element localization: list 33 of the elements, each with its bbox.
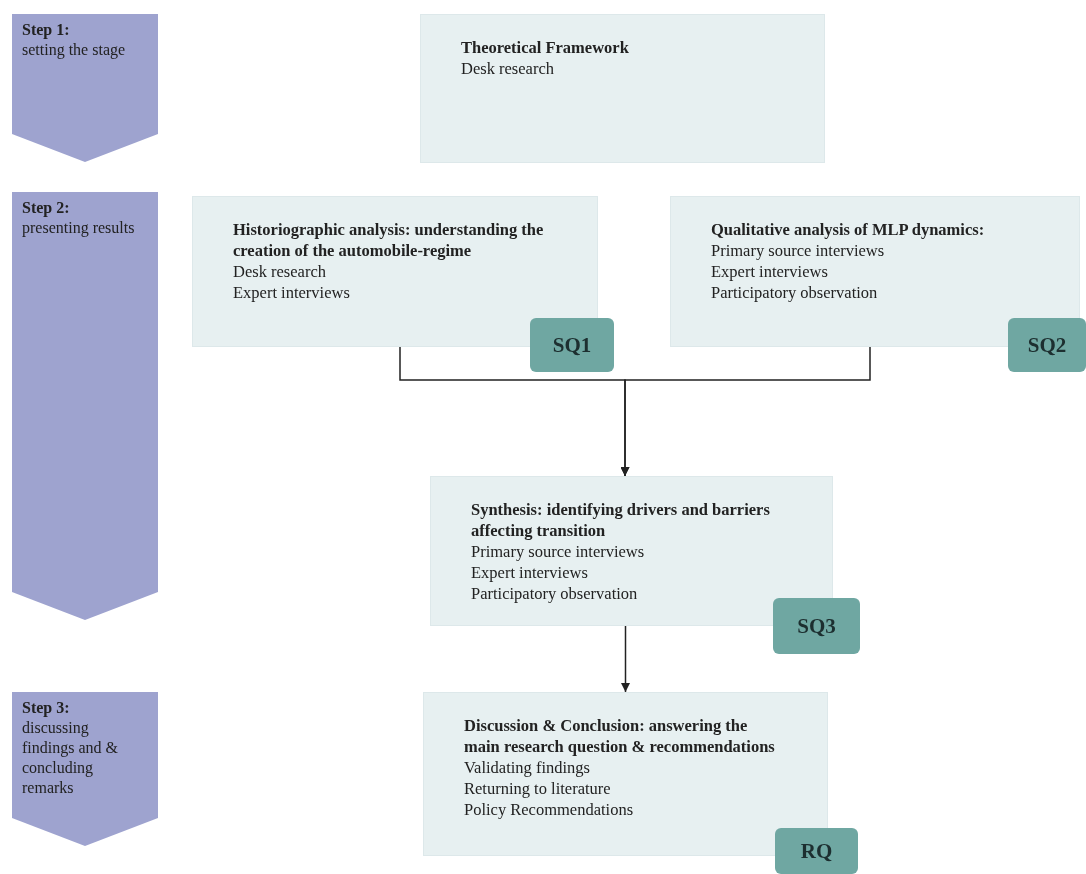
question-tag: SQ3 — [773, 598, 860, 654]
method-item: Desk research — [461, 58, 555, 79]
method-item: Returning to literature — [464, 778, 612, 799]
step-label: Step 1: — [22, 20, 71, 40]
step-description: setting the stage — [22, 40, 127, 60]
method-item: Policy Recommendations — [464, 799, 635, 820]
method-item: Participatory observation — [711, 282, 879, 303]
question-tag: RQ — [775, 828, 858, 874]
step-label: Step 3: — [22, 698, 71, 718]
method-item: Participatory observation — [471, 583, 639, 604]
method-item: Primary source interviews — [471, 541, 646, 562]
method-item: Validating findings — [464, 757, 592, 778]
step-description: discussing findings and & concluding remarks — [22, 718, 119, 798]
step-chevron — [12, 692, 158, 846]
question-tag: SQ1 — [530, 318, 614, 372]
box-heading: Synthesis: identifying drivers and barriers affecting transition — [471, 499, 771, 541]
box-heading: Discussion & Conclusion: answering the main research question & recommendations — [464, 715, 776, 757]
method-item: Expert interviews — [233, 282, 351, 303]
box-heading: Qualitative analysis of MLP dynamics: — [711, 219, 986, 240]
step-chevron — [12, 14, 158, 162]
method-item: Expert interviews — [471, 562, 589, 583]
arrow — [620, 346, 871, 477]
box-heading: Historiographic analysis: understanding the creation of the automobile-regime — [233, 219, 545, 261]
method-item: Primary source interviews — [711, 240, 886, 261]
step-label: Step 2: — [22, 198, 71, 218]
method-item: Expert interviews — [711, 261, 829, 282]
method-item: Desk research — [233, 261, 327, 282]
step-description: presenting results — [22, 218, 136, 238]
step-chevron — [12, 192, 158, 620]
question-tag: SQ2 — [1008, 318, 1086, 372]
arrow — [621, 625, 630, 693]
process-box — [420, 14, 825, 163]
box-heading: Theoretical Framework — [461, 37, 630, 58]
